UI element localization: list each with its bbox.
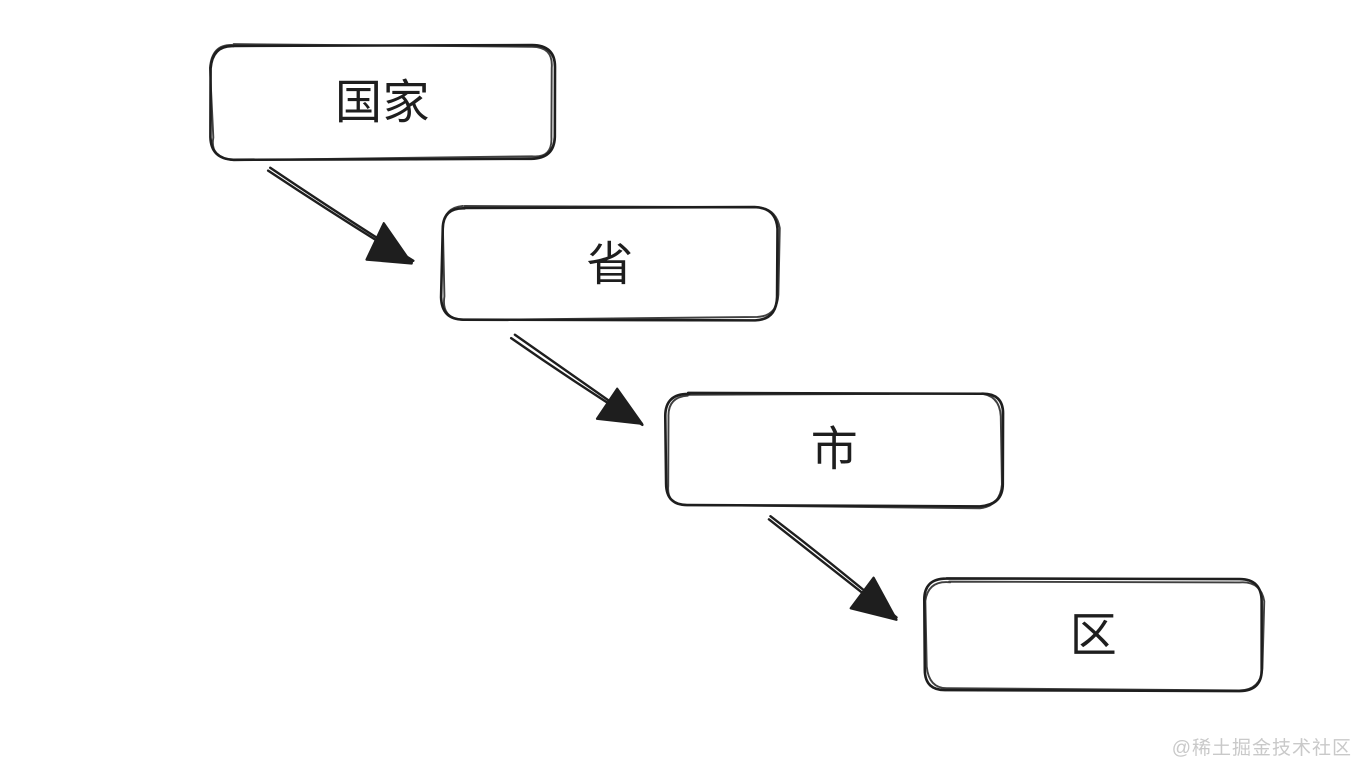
arrow-province-to-city[interactable] [509, 333, 644, 427]
node-box-city[interactable] [663, 391, 1005, 510]
watermark-text: @稀土掘金技术社区 [1171, 738, 1352, 759]
node-label-city: 市 [810, 422, 859, 476]
arrow-city-to-district[interactable] [767, 515, 898, 621]
arrow-country-to-province[interactable] [266, 166, 415, 265]
node-label-district: 区 [1069, 608, 1118, 662]
node-label-country: 国家 [335, 75, 430, 128]
node-label-province: 省 [586, 237, 634, 291]
node-box-province[interactable] [439, 204, 781, 322]
node-box-district[interactable] [923, 577, 1266, 693]
node-box-country[interactable] [209, 43, 557, 162]
